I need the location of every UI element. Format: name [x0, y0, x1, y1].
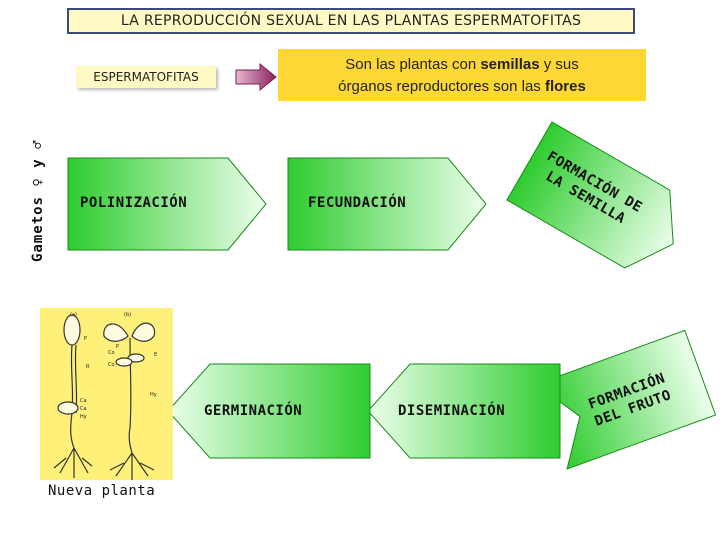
connector-arrow [235, 62, 277, 92]
gametos-label: Gametos ♀ y ♂ [30, 139, 46, 262]
step-semilla-shape [506, 121, 674, 269]
plant-label-p1: P [84, 336, 87, 342]
plant-label-hy: Hy [150, 392, 157, 398]
def-part3: órganos reproductores son las [338, 78, 545, 95]
nueva-planta-caption: Nueva planta [48, 483, 156, 499]
step-polinizacion-label: POLINIZACIÓN [80, 195, 188, 211]
term-espermatofitas: ESPERMATOFITAS [76, 66, 216, 88]
def-part2: y sus [539, 56, 579, 73]
step-fecundacion-label: FECUNDACIÓN [308, 195, 407, 211]
plant-label-e: E [154, 352, 157, 358]
step-germinacion-label: GERMINACIÓN [204, 403, 303, 419]
definition-box: Son las plantas con semillas y sus órgan… [278, 49, 646, 101]
step-fecundacion-shape [287, 157, 487, 251]
seedling-illustration: (a) (b) P P E Co Co R Hy Ca Ca Hy [40, 308, 173, 480]
plant-label-co2: Co [108, 362, 115, 368]
page-title: LA REPRODUCCIÓN SEXUAL EN LAS PLANTAS ES… [67, 8, 635, 34]
plant-label-p2: P [116, 344, 119, 350]
plant-label-b: (b) [124, 312, 131, 318]
plant-label-co1: Co [108, 350, 115, 356]
plant-label-ca2: Ca [80, 406, 87, 412]
step-polinizacion-shape [67, 157, 267, 251]
step-fruto-shape [535, 329, 717, 470]
def-bold-semillas: semillas [480, 56, 540, 73]
plant-label-ca1: Ca [80, 398, 87, 404]
plant-label-r: R [86, 364, 90, 370]
step-diseminacion-shape [367, 363, 561, 459]
step-diseminacion-label: DISEMINACIÓN [398, 403, 506, 419]
plant-label-hy2: Hy [80, 414, 87, 420]
def-bold-flores: flores [544, 78, 586, 95]
step-germinacion-shape [167, 363, 371, 459]
def-part1: Son las plantas con [345, 56, 481, 73]
plant-label-a: (a) [70, 312, 77, 318]
